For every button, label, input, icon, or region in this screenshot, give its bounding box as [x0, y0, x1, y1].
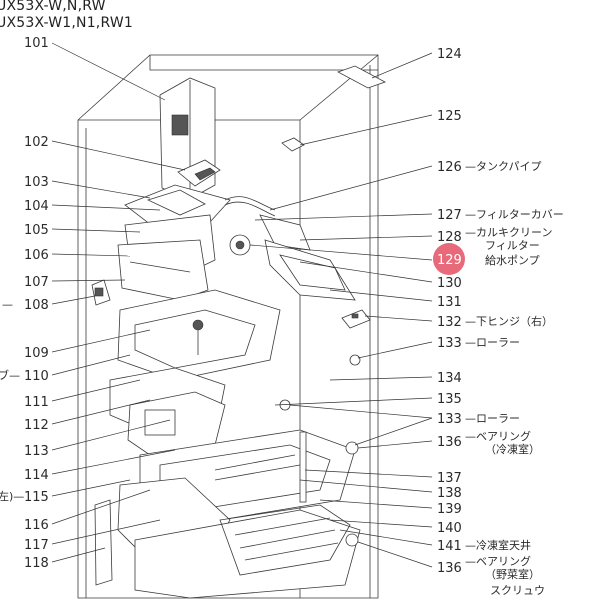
- callout-141-label: —冷凍室天井: [465, 538, 531, 552]
- callout-126: 126: [437, 160, 462, 175]
- callout-141: 141: [437, 539, 462, 554]
- callout-112: 112: [24, 418, 49, 433]
- callout-129: 129: [437, 253, 462, 268]
- callout-136-b: 136: [437, 561, 462, 576]
- pump-assembly: [224, 196, 356, 301]
- callout-109: 109: [24, 346, 49, 361]
- callout-133-a: 133: [437, 336, 462, 351]
- callout-124: 124: [437, 47, 462, 62]
- callouts-left: 101 102 103 104 105 106 107 — 108 109 ブ—…: [0, 36, 49, 571]
- callout-139: 139: [437, 502, 462, 517]
- callout-127-label: —フィルターカバー: [465, 208, 564, 221]
- callout-107: 107: [24, 275, 49, 290]
- callout-130: 130: [437, 276, 462, 291]
- callout-136-a-label: —ベアリング: [465, 429, 531, 443]
- callout-104: 104: [24, 199, 49, 214]
- lower-compartment: [94, 429, 361, 599]
- callout-129-label: 給水ポンプ: [485, 253, 540, 267]
- callout-134: 134: [437, 371, 462, 386]
- leader-lines-left: [51, 42, 186, 563]
- callout-140: 140: [437, 521, 462, 536]
- callout-131: 131: [437, 295, 462, 310]
- callout-126-label: —タンクパイプ: [465, 160, 541, 173]
- callout-110-prefix: ブ—: [0, 368, 20, 382]
- freezer-assembly: [91, 279, 281, 456]
- leader-lines-right: [249, 52, 433, 568]
- model-number-line-1: UX53X-W,N,RW: [0, 0, 106, 14]
- callout-118: 118: [24, 556, 49, 571]
- callout-114: 114: [24, 468, 49, 483]
- callout-117: 117: [24, 538, 49, 553]
- callout-127: 127: [437, 208, 462, 223]
- small-parts: [279, 65, 386, 547]
- callout-111: 111: [24, 395, 49, 410]
- highlight-circle-129: [433, 243, 465, 275]
- callout-137: 137: [437, 471, 462, 486]
- callout-138: 138: [437, 486, 462, 501]
- callout-136-a: 136: [437, 435, 462, 450]
- callout-135: 135: [437, 392, 462, 407]
- callout-136-b-label: —ベアリング: [465, 554, 531, 568]
- back-panel-part: [159, 77, 216, 201]
- callout-132: 132: [437, 315, 462, 330]
- callout-133-b: 133: [437, 412, 462, 427]
- callout-101: 101: [24, 36, 49, 51]
- callout-115-prefix: 左)—: [0, 490, 24, 503]
- callout-125: 125: [437, 109, 462, 124]
- callout-108-prefix: —: [2, 298, 13, 311]
- callout-108: 108: [24, 298, 49, 313]
- callout-142-label: スクリュウ: [490, 584, 545, 597]
- model-number-line-2: UX53X-W1,N1,RW1: [0, 15, 133, 31]
- callout-132-label: —下ヒンジ（右）: [465, 314, 553, 328]
- callout-128-label-2: フィルター: [485, 239, 540, 252]
- callout-103: 103: [24, 175, 49, 190]
- callout-133-a-label: —ローラー: [465, 336, 520, 349]
- callout-128: 128: [437, 230, 462, 245]
- callout-136-a-label-2: （冷凍室）: [485, 442, 540, 456]
- callout-110: 110: [24, 369, 49, 384]
- callout-102: 102: [24, 135, 49, 150]
- callout-128-label: —カルキクリーン: [465, 226, 552, 239]
- callout-115: 115: [24, 490, 49, 505]
- callout-106: 106: [24, 248, 49, 263]
- callout-113: 113: [24, 444, 49, 459]
- callout-136-b-label-2: （野菜室）: [485, 567, 540, 581]
- callout-116: 116: [24, 518, 49, 533]
- callouts-right: 124 125 126 —タンクパイプ 127 —フィルターカバー 128 —カ…: [437, 47, 564, 597]
- callout-133-b-label: —ローラー: [465, 412, 520, 425]
- callout-105: 105: [24, 223, 49, 238]
